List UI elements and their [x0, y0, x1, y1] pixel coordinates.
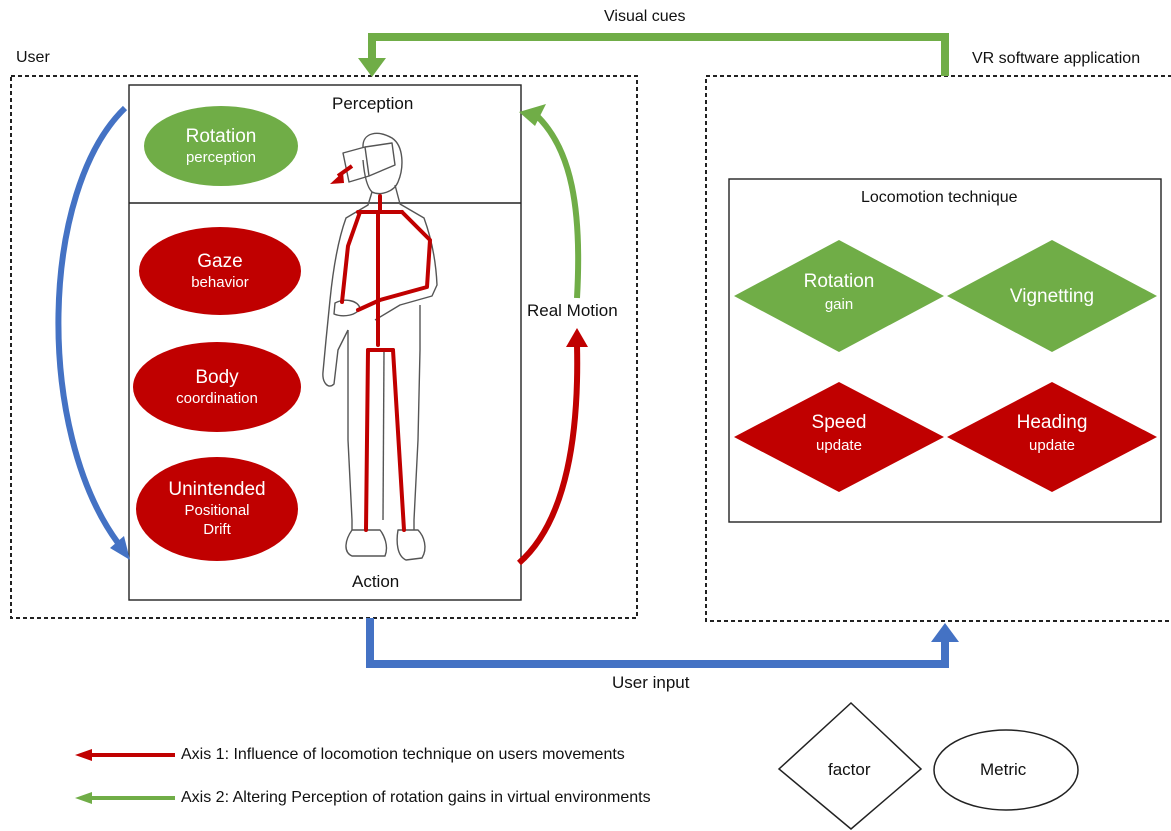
legend-axis1-arrowhead: [75, 749, 92, 761]
metric-body-coordination: Body coordination: [133, 342, 301, 432]
metric-line1: Unintended: [168, 479, 266, 501]
factor-diamond-heading-update: [947, 382, 1157, 492]
red-real-motion-arrowhead: [566, 328, 588, 347]
user-input-arrowhead: [931, 623, 959, 642]
user-panel-border: [10, 75, 638, 619]
factor-line2: gain: [824, 295, 854, 313]
factor-line1: Vignetting: [1009, 286, 1095, 307]
visual-cues-label: Visual cues: [604, 8, 686, 25]
user-panel-title: User: [16, 49, 50, 66]
real-motion-label: Real Motion: [527, 301, 618, 321]
user-input-label: User input: [612, 673, 690, 692]
red-real-motion-arrow: [517, 344, 581, 566]
vr-panel-border: [705, 75, 1171, 622]
metric-line1: Rotation: [185, 125, 257, 147]
metric-line2: perception: [185, 148, 257, 166]
legend-factor-label: factor: [828, 760, 871, 779]
perception-action-box: [128, 84, 522, 601]
factor-label-heading-update: Heading update: [992, 411, 1112, 455]
legend-metric-label: Metric: [980, 760, 1027, 779]
factor-line1: Heading: [1016, 412, 1088, 433]
vr-panel-title: VR software application: [972, 50, 1141, 67]
perception-label: Perception: [332, 94, 414, 113]
visual-cues-arrowhead: [358, 58, 386, 77]
human-figure: [322, 132, 438, 561]
factor-label-rotation-gain: Rotation gain: [779, 270, 899, 314]
metric-unintended-positional-drift: Unintended Positional Drift: [136, 457, 298, 561]
factor-diamond-rotation-gain: [734, 240, 944, 352]
visual-cues-arrow: [368, 33, 949, 76]
factor-line1: Rotation: [803, 271, 875, 292]
factor-label-vignetting: Vignetting: [992, 285, 1112, 310]
skeleton-lines: [340, 194, 432, 532]
factor-label-speed-update: Speed update: [779, 411, 899, 455]
metric-rotation-perception: Rotation perception: [144, 106, 298, 186]
factor-line2: update: [816, 436, 862, 454]
legend-axis2-arrowhead: [75, 792, 92, 804]
metric-gaze-behavior: Gaze behavior: [139, 227, 301, 315]
action-label: Action: [352, 572, 400, 591]
legend-factor-diamond: [777, 701, 923, 830]
factor-line1: Speed: [811, 412, 867, 433]
metric-line2: Positional: [184, 502, 250, 520]
gaze-direction-arrowhead: [330, 172, 344, 184]
metric-line2: coordination: [176, 389, 258, 407]
locomotion-technique-box: [728, 178, 1162, 523]
metric-line1: Gaze: [197, 250, 243, 272]
blue-curved-arrowhead: [110, 536, 130, 560]
metric-line1: Body: [195, 366, 239, 388]
metric-line2: behavior: [191, 273, 249, 291]
factor-line2: update: [1029, 436, 1075, 454]
blue-curved-arrow: [55, 105, 128, 545]
locomotion-technique-title: Locomotion technique: [861, 189, 1018, 206]
green-real-motion-arrowhead: [519, 104, 546, 126]
factor-diamond-vignetting: [947, 240, 1157, 352]
legend-axis2-label: Axis 2: Altering Perception of rotation …: [181, 789, 651, 806]
legend-axis1-label: Axis 1: Influence of locomotion techniqu…: [181, 746, 625, 763]
gaze-direction-arrow: [336, 164, 354, 178]
green-real-motion-arrow: [532, 111, 582, 299]
user-input-arrow: [366, 618, 949, 668]
legend-metric-ellipse: [933, 729, 1079, 811]
metric-line3: Drift: [203, 520, 231, 538]
factor-diamond-speed-update: [734, 382, 944, 492]
